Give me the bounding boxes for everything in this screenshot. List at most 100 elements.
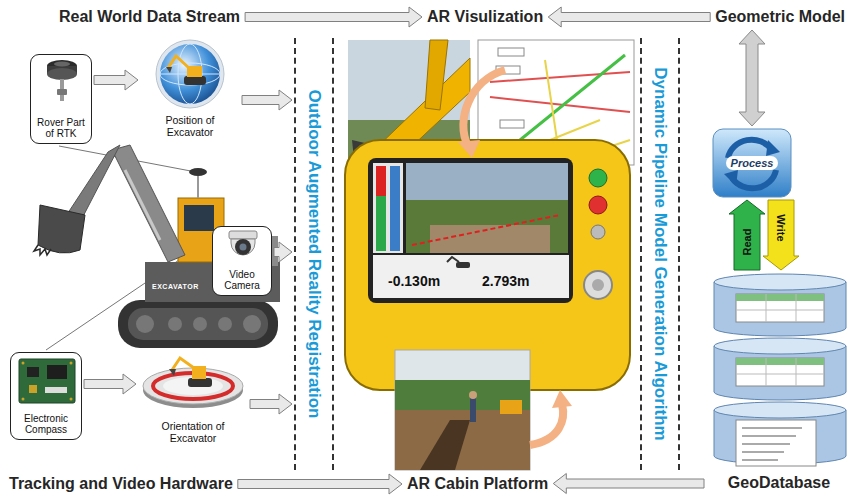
illustration-part (469, 391, 477, 399)
illustration-part (240, 244, 247, 251)
node-text: Real World Data Stream (59, 8, 240, 26)
illustration-part (34, 245, 51, 255)
flow-arrow (84, 374, 136, 394)
illustration-part (213, 227, 273, 267)
flow-arrow (245, 7, 422, 27)
flow-arrow (238, 474, 402, 494)
process-icon: Process (712, 128, 792, 198)
illustration-part (118, 300, 278, 348)
hardware-box: Rover Part of RTK (30, 54, 92, 144)
cam-icon (213, 227, 271, 267)
illustration-part (706, 272, 852, 470)
brand-text: EXCAVATOR (152, 283, 199, 290)
illustration-part (736, 310, 824, 311)
illustration-part (368, 158, 573, 303)
illustration-part (470, 398, 476, 422)
illustration-part (395, 350, 530, 470)
illustration-part (373, 163, 403, 253)
node-text: Process (726, 156, 779, 170)
illustration-part (736, 358, 824, 386)
illustration-part (169, 369, 176, 376)
illustration-part (218, 317, 232, 331)
illustration-part (160, 44, 220, 104)
illustration-part (742, 435, 796, 437)
illustration-part (736, 294, 824, 322)
edge-label: Read (741, 229, 753, 256)
illustration-part (11, 353, 83, 407)
illustration-part (136, 315, 154, 333)
illustration-part (184, 76, 206, 85)
ori-icon (138, 352, 248, 412)
illustration-part (193, 317, 207, 331)
illustration-part (463, 70, 505, 146)
illustration-part (796, 294, 797, 322)
illustration-part (447, 257, 459, 262)
illustration-part (168, 56, 189, 68)
flow-arrow (94, 70, 138, 90)
node-text: Geometric Model (715, 8, 845, 26)
illustration-part (736, 374, 824, 375)
node-text: Rover Part of RTK (34, 117, 88, 139)
rover-icon (31, 55, 91, 103)
illustration-part (138, 352, 248, 412)
node-text: Tracking and Video Hardware (9, 475, 233, 493)
illustration-part (796, 358, 797, 386)
stage-heading: Tracking and Video Hardware (6, 473, 236, 495)
illustration-part (390, 166, 400, 251)
hardware-box: Electronic Compass (10, 352, 82, 440)
illustration-part (57, 89, 67, 95)
illustration-part (490, 97, 630, 112)
excavator-drawing (34, 145, 280, 350)
illustration-part (500, 400, 522, 414)
illustration-part (500, 120, 524, 128)
node-text: Electronic Compass (14, 413, 78, 435)
node-text: Dynamic Pipeline Model Generation Algori… (650, 67, 670, 440)
illustration-part (166, 67, 172, 73)
illustration-part (229, 231, 257, 239)
illustration-part (736, 420, 816, 466)
illustration-part (713, 129, 791, 197)
illustration-part (412, 215, 560, 245)
illustration-part (736, 294, 824, 301)
flow-arrow (548, 7, 710, 27)
data-icon: Orientation of Excavator (138, 352, 248, 448)
process-band: Outdoor Augmented Reality Registration (294, 38, 334, 470)
illustration-part (376, 166, 386, 196)
illustration-part (456, 262, 470, 268)
node-text: Orientation of Excavator (141, 420, 245, 444)
node-text: Outdoor Augmented Reality Registration (304, 89, 324, 418)
edge-label: Write (775, 214, 787, 241)
illustration-part (430, 225, 550, 253)
trench-photo (395, 350, 530, 470)
illustration-part (376, 196, 386, 251)
illustration-part (22, 398, 25, 401)
illustration-part (27, 367, 39, 377)
illustration-part (45, 387, 67, 393)
flow-arrow (763, 200, 799, 270)
illustration-part (19, 359, 75, 403)
illustration-part (47, 68, 77, 80)
illustration-part (373, 255, 569, 298)
illustration-part (498, 48, 524, 56)
node-text: Video Camera (216, 269, 268, 291)
illustration-part (714, 402, 846, 418)
illustration-part (38, 205, 85, 253)
illustration-part (552, 390, 572, 408)
illustration-part (231, 239, 255, 255)
data-icon: Position of Excavator (140, 38, 240, 142)
stage-heading: Geometric Model (712, 6, 848, 28)
illustration-part (70, 362, 73, 365)
illustration-part (530, 404, 563, 445)
illustration-part (589, 196, 607, 214)
node-text: GeoDatabase (728, 474, 830, 492)
illustration-part (125, 170, 160, 240)
illustration-part (458, 140, 480, 158)
flow-curve (458, 70, 572, 445)
illustration-part (47, 365, 67, 379)
illustration-part (192, 366, 206, 379)
illustration-part (184, 205, 214, 231)
illustration-part (742, 451, 784, 453)
node-text: Position of Excavator (143, 114, 237, 138)
illustration-part (140, 38, 240, 110)
